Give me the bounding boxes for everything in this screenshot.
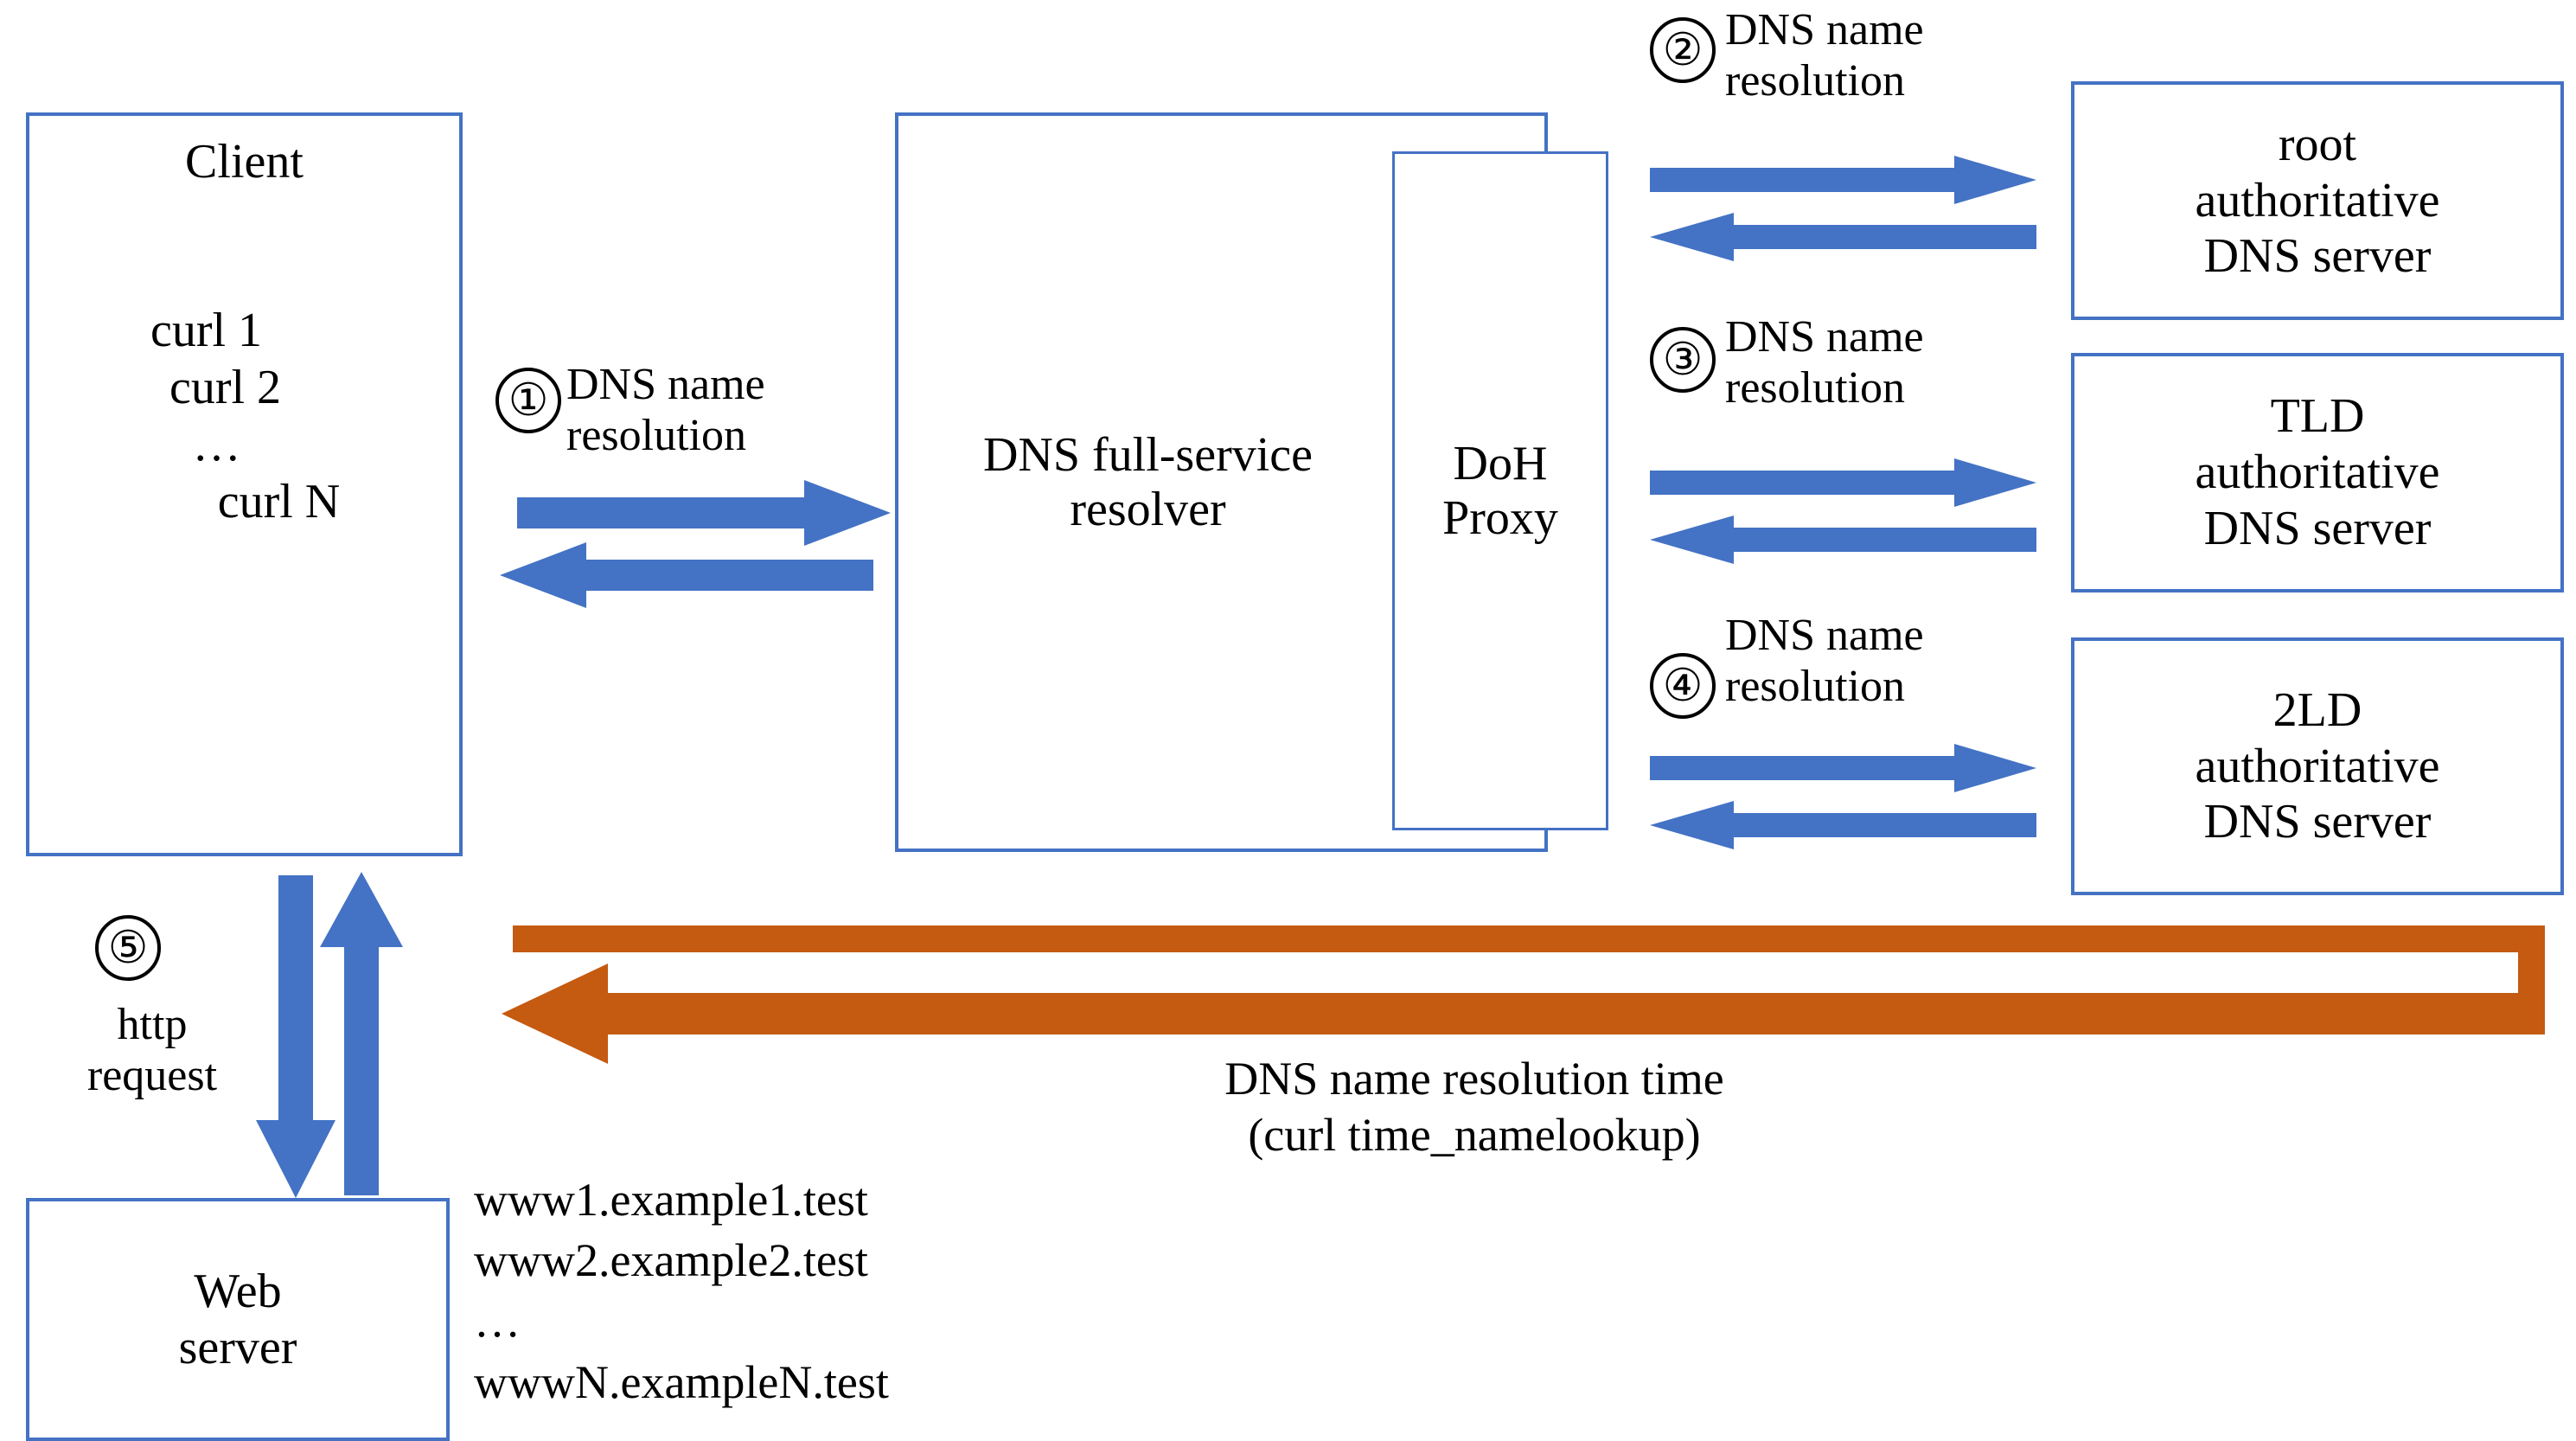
step-5-arrow-down-icon	[256, 875, 336, 1198]
root-authoritative-dns-server-box: root authoritative DNS server	[2071, 81, 2564, 320]
step-3-arrows	[1650, 458, 2036, 564]
dns-resolution-time-note: DNS name resolution time (curl time_name…	[1224, 1053, 1724, 1161]
dns-resolution-time-arrow-icon	[502, 925, 2545, 1064]
step-2-arrow-left-icon	[1650, 213, 2036, 261]
client-box: Client curl 1 curl 2 … curl N	[26, 112, 463, 856]
web-server-box: Web server	[26, 1198, 450, 1441]
resolver-title: DNS full-service resolver	[982, 427, 1313, 536]
curl-item-1: curl 1	[150, 304, 263, 357]
step-5-number: ⑤	[107, 924, 149, 973]
doh-proxy-title: DoH Proxy	[1442, 436, 1558, 545]
timing-arrow-top-bar	[513, 925, 2545, 952]
step-5-number-icon: ⑤	[95, 915, 161, 981]
curl-item-2: curl 2	[169, 361, 282, 415]
curl-item-n: curl N	[217, 475, 341, 529]
step-3-label: DNS name resolution	[1725, 312, 1924, 413]
step-1-arrow-right-icon	[517, 480, 891, 546]
client-title: Client	[185, 135, 304, 189]
root-server-label: root authoritative DNS server	[2195, 117, 2440, 284]
timing-arrow-bottom-head	[502, 964, 2545, 1064]
step-3-arrow-left-icon	[1650, 516, 2036, 564]
step-1-arrow-left-icon	[500, 542, 873, 608]
step-2-number: ②	[1662, 26, 1703, 75]
step-1-number: ①	[508, 376, 549, 426]
step-5-label: http request	[86, 1000, 218, 1101]
client-curl-list: curl 1 curl 2 … curl N	[29, 302, 459, 530]
web-server-label: Web server	[178, 1264, 297, 1374]
tld-server-label: TLD authoritative DNS server	[2195, 389, 2440, 555]
step-4-number-icon: ④	[1650, 653, 1716, 719]
step-4-arrows	[1650, 744, 2036, 849]
step-1-number-icon: ①	[495, 368, 561, 433]
curl-item-ellipsis: …	[192, 418, 245, 472]
tld-authoritative-dns-server-box: TLD authoritative DNS server	[2071, 353, 2564, 592]
step-4-label: DNS name resolution	[1725, 611, 1924, 712]
step-4-number: ④	[1662, 662, 1703, 711]
step-1-arrows	[500, 480, 891, 608]
step-3-number-icon: ③	[1650, 327, 1716, 393]
step-3-arrow-right-icon	[1650, 458, 2036, 507]
2ld-authoritative-dns-server-box: 2LD authoritative DNS server	[2071, 637, 2564, 895]
step-5-arrows	[256, 872, 403, 1198]
step-2-label: DNS name resolution	[1725, 5, 1924, 106]
step-3-number: ③	[1662, 336, 1703, 385]
step-2-arrow-right-icon	[1650, 156, 2036, 204]
doh-proxy-box: DoH Proxy	[1392, 151, 1608, 830]
step-5-arrow-up-icon	[320, 872, 403, 1195]
step-4-arrow-left-icon	[1650, 801, 2036, 849]
step-1-label: DNS name resolution	[566, 360, 765, 461]
domain-name-list: www1.example1.test www2.example2.test … …	[474, 1174, 889, 1408]
step-2-number-icon: ②	[1650, 17, 1716, 83]
2ld-server-label: 2LD authoritative DNS server	[2195, 682, 2440, 849]
step-4-arrow-right-icon	[1650, 744, 2036, 792]
step-2-arrows	[1650, 156, 2036, 261]
